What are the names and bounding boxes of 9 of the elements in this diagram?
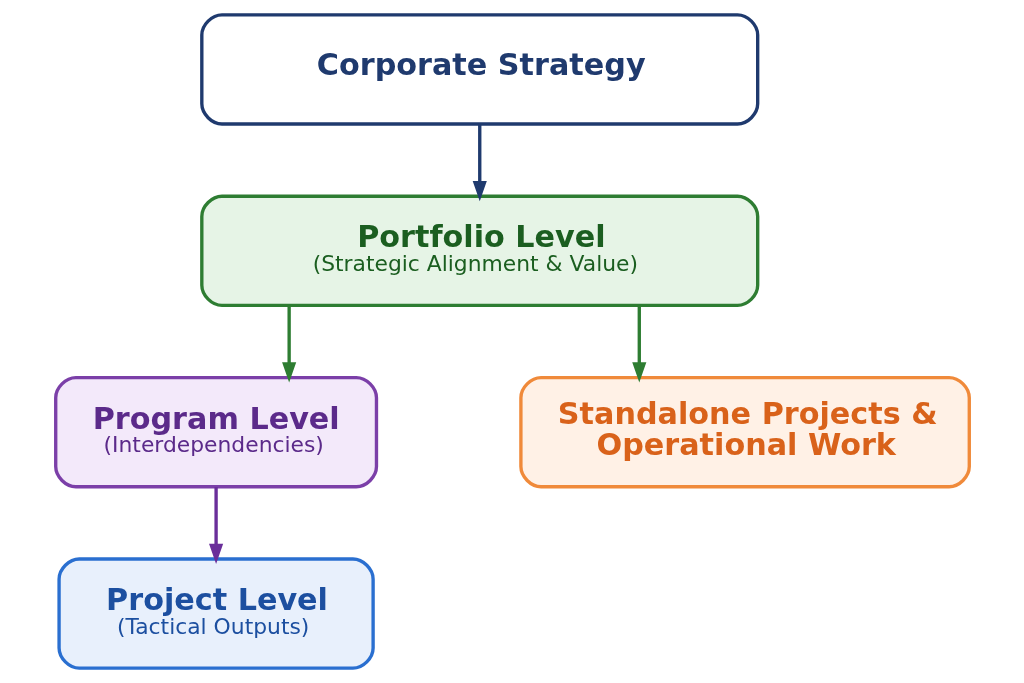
node-box: Program Level (Interdependencies) [53, 375, 378, 489]
node-box: Project Level (Tactical Outputs) [56, 557, 375, 670]
node-box: Standalone Projects & Operational Work [518, 375, 971, 489]
node-box: Portfolio Level (Strategic Alignment & Value) [199, 194, 759, 308]
arrow [472, 124, 487, 202]
arrow [208, 487, 223, 564]
node-box: Corporate Strategy [199, 13, 759, 126]
arrow [281, 305, 296, 383]
arrow [631, 305, 646, 383]
